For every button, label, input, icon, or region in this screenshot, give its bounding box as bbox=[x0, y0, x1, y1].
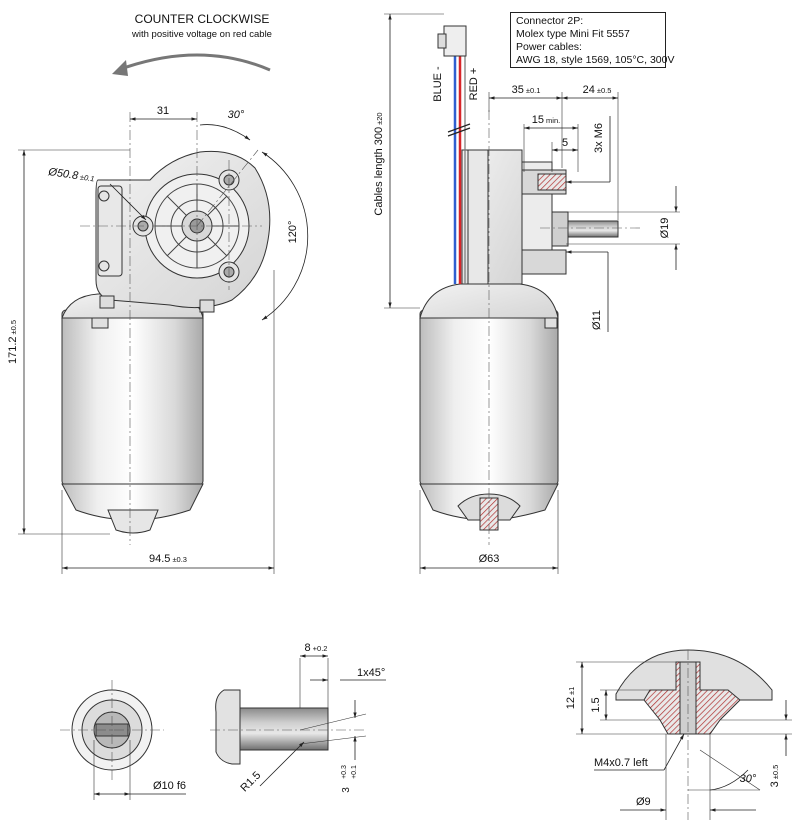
front-dim-height: 171.2 ±0.5 bbox=[7, 320, 19, 364]
shaft-dim-8: 8+0.2 bbox=[305, 642, 328, 654]
side-dim-dia19: Ø19 bbox=[659, 218, 671, 239]
side-dim-35: 35±0.1 bbox=[512, 84, 541, 96]
side-mount-boss-bottom bbox=[521, 249, 567, 275]
foot-stud bbox=[679, 661, 697, 735]
rotation-label: COUNTER CLOCKWISE with positive voltage … bbox=[131, 12, 272, 40]
side-dim-cables-length: Cables length 300 ±20 bbox=[373, 112, 385, 215]
rotation-arrow bbox=[117, 53, 271, 72]
side-dim-15-suffix: min. bbox=[546, 116, 560, 125]
front-dim-120deg: 120° bbox=[287, 221, 299, 244]
rotation-arrowhead bbox=[112, 60, 128, 76]
rotation-title: COUNTER CLOCKWISE bbox=[135, 12, 270, 26]
shaft-dim-r15: R1.5 bbox=[238, 769, 263, 794]
side-dim-cables-length-value: Cables length 300 bbox=[373, 127, 385, 216]
front-gearbox-side bbox=[97, 185, 123, 277]
side-dim-15-value: 15 bbox=[532, 114, 544, 126]
side-thread-hole bbox=[537, 173, 567, 191]
foot-dim-3: 3±0.5 bbox=[769, 765, 781, 788]
side-motor-tab bbox=[544, 317, 558, 329]
connector-note-line4: AWG 18, style 1569, 105°C, 300V bbox=[516, 54, 675, 66]
connector-note-line1: Connector 2P: bbox=[516, 15, 584, 27]
front-dim-width-value: 94.5 bbox=[149, 553, 170, 565]
front-dim-dia508-value: Ø50.8 bbox=[47, 166, 80, 182]
shaft-dim-3: 3 bbox=[341, 787, 352, 793]
foot-dim-12-value: 12 bbox=[565, 697, 577, 709]
shaft-side-detail: 8+0.2 1x45° 3 +0.3 +0.1 R1.5 bbox=[210, 642, 386, 794]
shaft-dim-8-tol: +0.2 bbox=[313, 644, 328, 653]
front-dim-dia508: Ø50.8±0.1 bbox=[47, 166, 96, 184]
side-view: BLUE - RED + Cables length 300 ±20 35±0.1… bbox=[373, 13, 680, 574]
shaft-dim-3-tol-upper: +0.3 bbox=[341, 765, 348, 779]
cable-break-2 bbox=[447, 127, 471, 137]
connector-2p bbox=[443, 25, 467, 57]
front-dim-height-tol: ±0.5 bbox=[9, 320, 18, 335]
front-motor-bushing bbox=[107, 509, 159, 534]
side-dim-5: 5 bbox=[562, 137, 568, 149]
foot-dim-m4: M4x0.7 left bbox=[594, 757, 648, 769]
shaft-dim-3-tol-lower: +0.1 bbox=[351, 765, 358, 779]
side-shaft-collar bbox=[551, 211, 569, 247]
shaft-collar bbox=[215, 689, 241, 765]
connector-latch bbox=[437, 33, 447, 49]
side-dim-35-value: 35 bbox=[512, 84, 524, 96]
shaft-dim-8-value: 8 bbox=[305, 642, 311, 654]
foot-dim-15: 1.5 bbox=[590, 697, 602, 712]
front-dim-height-value: 171.2 bbox=[7, 337, 19, 365]
front-dim-width: 94.5±0.3 bbox=[149, 553, 187, 565]
shaft-dim-dia10: Ø10 f6 bbox=[153, 780, 186, 792]
foot-dim-dia9: Ø9 bbox=[636, 796, 651, 808]
front-dim-width-tol: ±0.3 bbox=[172, 555, 187, 564]
foot-dim-12-tol: ±1 bbox=[567, 687, 576, 695]
connector-note-line2: Molex type Mini Fit 5557 bbox=[516, 28, 630, 40]
front-view: 31 30° Ø50.8±0.1 120° 171.2 ±0.5 94.5±0.3 bbox=[7, 105, 309, 574]
side-dim-24-tol: ±0.5 bbox=[597, 86, 612, 95]
connector-note-line3: Power cables: bbox=[516, 41, 582, 53]
front-motor-tab bbox=[91, 317, 109, 329]
front-housing-tab bbox=[99, 295, 115, 309]
front-housing-tab-2 bbox=[199, 299, 215, 313]
side-dim-3xm6: 3x M6 bbox=[593, 123, 605, 153]
connector-note-box: Connector 2P: Molex type Mini Fit 5557 P… bbox=[510, 12, 675, 68]
foot-dim-12: 12±1 bbox=[565, 687, 577, 710]
foot-dim-3-value: 3 bbox=[769, 781, 781, 787]
cable-red-label: RED + bbox=[468, 68, 480, 101]
side-dim-cables-length-tol: ±20 bbox=[375, 112, 384, 124]
cable-blue-label: BLUE - bbox=[432, 66, 444, 102]
cable-break bbox=[447, 123, 471, 133]
front-dim-30deg: 30° bbox=[228, 109, 245, 121]
side-dim-24-value: 24 bbox=[583, 84, 595, 96]
side-dim-24: 24±0.5 bbox=[583, 84, 612, 96]
shaft-end-view: Ø10 f6 bbox=[60, 680, 186, 800]
front-dim-31: 31 bbox=[157, 105, 169, 117]
side-dim-dia11: Ø11 bbox=[591, 310, 603, 330]
side-dim-35-tol: ±0.1 bbox=[526, 86, 541, 95]
side-gearbox-plate bbox=[467, 149, 489, 285]
front-dim-dia508-tol: ±0.1 bbox=[79, 173, 95, 184]
front-motor-can bbox=[61, 309, 204, 486]
foot-dim-30deg: 30° bbox=[740, 773, 757, 785]
shaft-dim-chamfer: 1x45° bbox=[357, 667, 385, 679]
foot-detail: 12±1 1.5 M4x0.7 left 30° 3±0.5 Ø9 bbox=[565, 649, 792, 820]
foot-dim-3-tol: ±0.5 bbox=[771, 765, 780, 780]
side-output-shaft bbox=[565, 220, 619, 238]
shaft-body bbox=[239, 707, 329, 751]
rotation-subtitle: with positive voltage on red cable bbox=[131, 29, 272, 40]
side-dim-dia63: Ø63 bbox=[479, 553, 500, 565]
